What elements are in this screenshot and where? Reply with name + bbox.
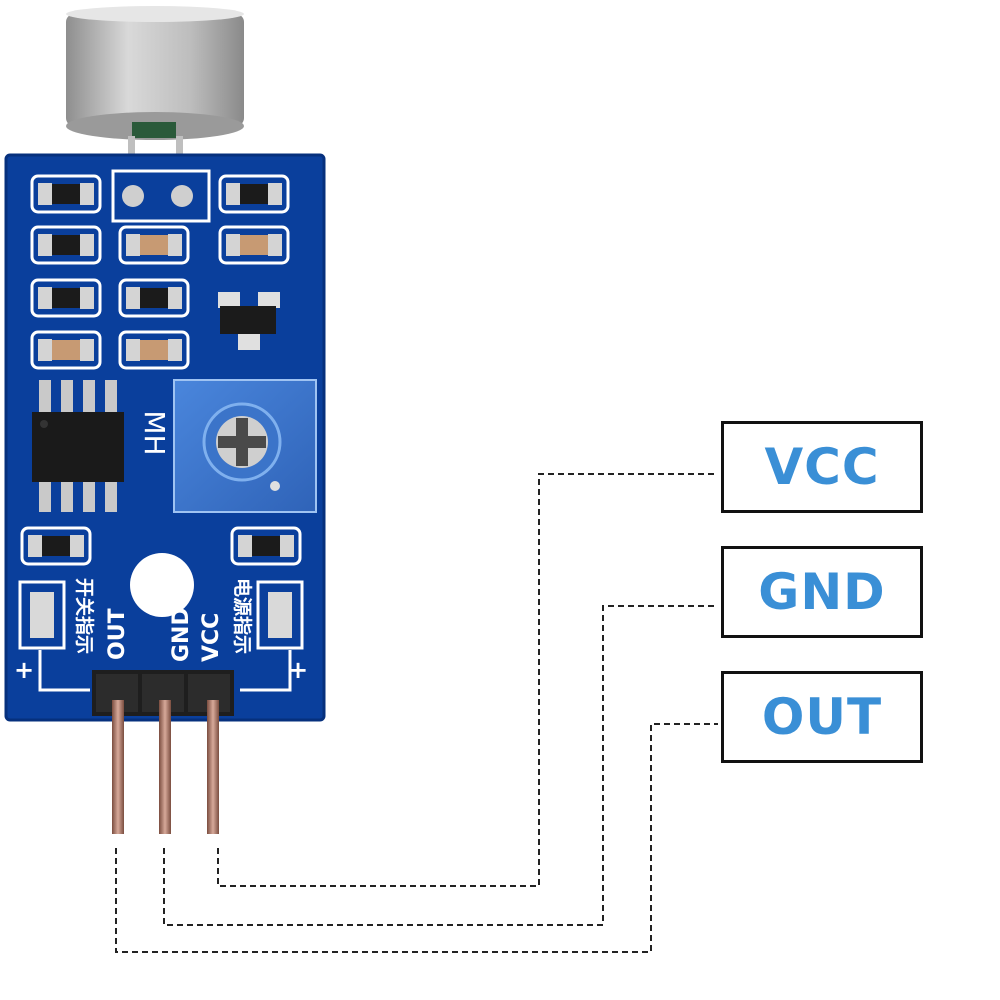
- silk-gnd-label: GND: [169, 607, 194, 662]
- wire-vcc: [217, 473, 718, 887]
- pin-vcc: [207, 700, 219, 834]
- smd-resistor: [30, 174, 102, 214]
- wire-out: [115, 723, 718, 953]
- silk-pot-label: MH: [138, 410, 171, 455]
- vcc-label-text: VCC: [764, 438, 880, 496]
- smd-capacitor: [118, 330, 190, 370]
- wires: [115, 473, 718, 953]
- header-pins: [112, 700, 219, 834]
- microphone: [66, 6, 244, 198]
- smd-components: [20, 174, 302, 566]
- out-label: OUT: [721, 671, 923, 763]
- mounting-hole: [130, 553, 194, 617]
- pin-out: [112, 700, 124, 834]
- smd-resistor: [218, 174, 290, 214]
- smd-resistor: [30, 225, 102, 265]
- smd-capacitor: [218, 225, 290, 265]
- smd-capacitor: [30, 330, 102, 370]
- silk-left-label: 开关指示: [73, 578, 96, 654]
- silk-vcc-label: VCC: [199, 613, 224, 662]
- silk-out-label: OUT: [105, 608, 130, 660]
- out-label-text: OUT: [761, 688, 883, 746]
- smd-resistor: [20, 526, 92, 566]
- gnd-label-text: GND: [758, 563, 886, 621]
- vcc-label: VCC: [721, 421, 923, 513]
- pin-gnd: [159, 700, 171, 834]
- mic-pads: [111, 169, 211, 223]
- gnd-label: GND: [721, 546, 923, 638]
- status-leds: [18, 580, 304, 650]
- smd-resistor: [230, 526, 302, 566]
- smd-resistor: [30, 278, 102, 318]
- silk-outline: [38, 650, 292, 692]
- smd-capacitor: [118, 225, 190, 265]
- silk-plus-left: +: [14, 656, 34, 684]
- potentiometer: [173, 379, 317, 513]
- ic-chip: [32, 380, 124, 512]
- smd-transistor: [218, 292, 280, 350]
- silk-plus-right: +: [288, 656, 308, 684]
- smd-resistor: [118, 278, 190, 318]
- wire-gnd: [163, 605, 718, 926]
- silk-right-label: 电源指示: [231, 578, 254, 654]
